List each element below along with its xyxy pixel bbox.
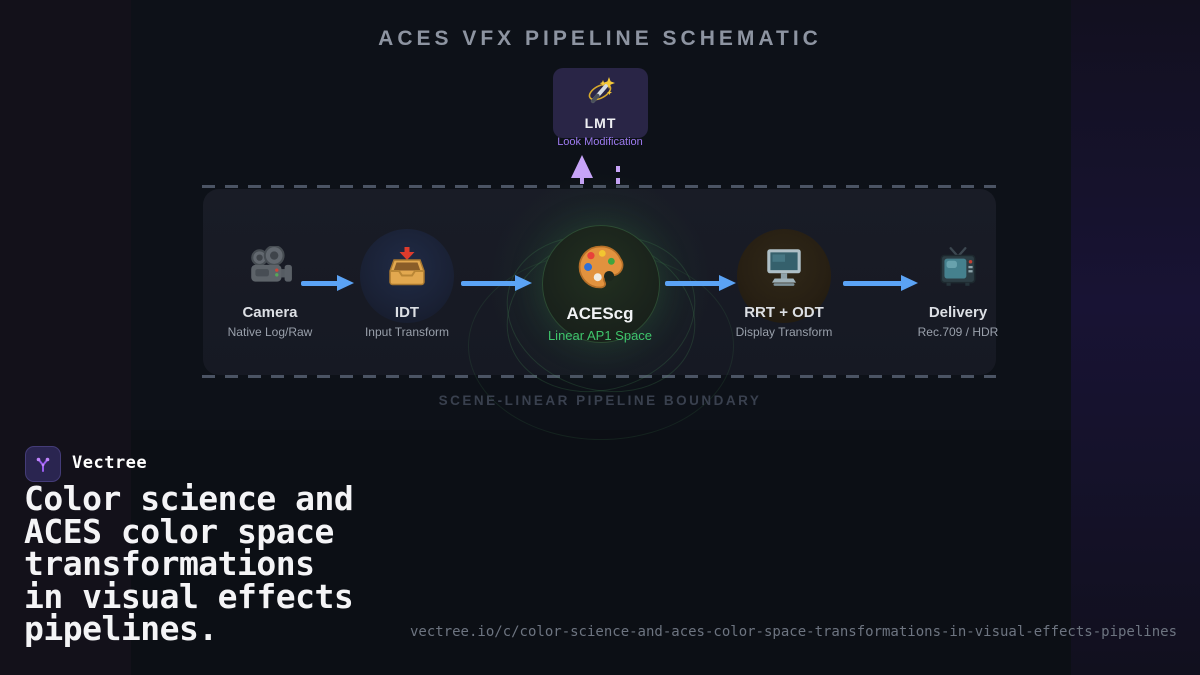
boundary-dashed-line-top <box>202 185 996 188</box>
vectree-logo <box>25 446 61 482</box>
node-sublabel: Native Log/Raw <box>227 325 313 339</box>
node-label: RRT + ODT <box>744 304 824 321</box>
node-camera: Camera Native Log/Raw <box>195 236 345 339</box>
lmt-node: LMT <box>553 68 648 138</box>
palette-icon <box>525 236 675 298</box>
background-right-band <box>1071 0 1200 675</box>
footer-url[interactable]: vectree.io/c/color-science-and-aces-colo… <box>409 624 1177 640</box>
node-label: IDT <box>394 304 420 321</box>
movie-camera-icon <box>195 236 345 298</box>
flow-arrow-rrt-to-delivery <box>843 275 918 291</box>
node-label: ACEScg <box>566 304 634 323</box>
page-title: ACES VFX PIPELINE SCHEMATIC <box>378 27 822 50</box>
node-sublabel: Display Transform <box>735 325 833 339</box>
brand-name: Vectree <box>72 453 148 473</box>
node-delivery: Delivery Rec.709 / HDR <box>883 236 1033 339</box>
node-sublabel: Linear AP1 Space <box>547 328 653 343</box>
flow-arrow-idt-to-acescg <box>461 275 532 291</box>
magic-wand-icon <box>585 75 617 112</box>
node-idt: IDT Input Transform <box>332 236 482 339</box>
node-label: Camera <box>242 304 298 321</box>
node-rrt-odt: RRT + ODT Display Transform <box>709 236 859 339</box>
tv-icon <box>883 236 1033 298</box>
node-label: Delivery <box>928 304 988 321</box>
lmt-arrow-up-head <box>571 155 593 178</box>
node-sublabel: Input Transform <box>364 325 450 339</box>
headline: Color science and ACES color space trans… <box>24 479 354 648</box>
node-sublabel: Rec.709 / HDR <box>917 325 999 339</box>
background-left-band <box>0 0 131 675</box>
flow-arrow-acescg-to-rrt <box>665 275 736 291</box>
desktop-computer-icon <box>709 236 859 298</box>
lmt-caption: Look Modification <box>557 136 643 148</box>
node-acescg: ACEScg Linear AP1 Space <box>525 236 675 343</box>
lmt-label: LMT <box>584 115 617 131</box>
flow-arrow-camera-to-idt <box>301 275 354 291</box>
inbox-tray-icon <box>332 236 482 298</box>
background-footer-band <box>131 430 1071 675</box>
boundary-label: SCENE-LINEAR PIPELINE BOUNDARY <box>438 393 762 408</box>
